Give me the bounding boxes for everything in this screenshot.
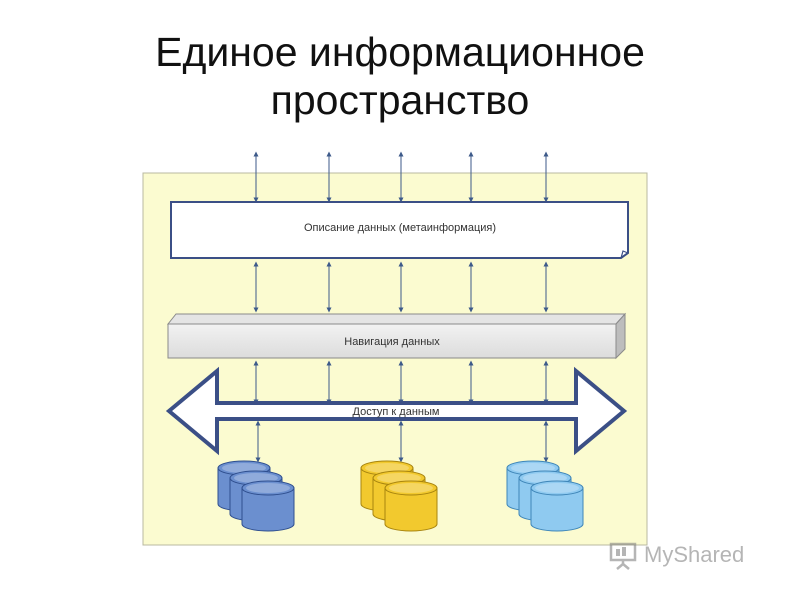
navigation-bar-front — [167, 323, 617, 359]
metadata-box-fold — [620, 250, 629, 259]
database-group-light-blue — [506, 460, 584, 532]
slide-title: Единое информационное пространство — [0, 28, 800, 124]
middle-arrows — [253, 261, 549, 313]
database-cylinder — [384, 480, 438, 532]
metadata-label: Описание данных (метаинформация) — [304, 222, 496, 234]
access-label: Доступ к данным — [353, 406, 440, 418]
navigation-bar: Навигация данных — [166, 312, 627, 360]
database-group-yellow — [360, 460, 438, 532]
database-group-blue — [217, 460, 295, 532]
access-arrow-shape — [165, 366, 628, 456]
presentation-board-icon — [609, 542, 637, 570]
navigation-bar-top — [166, 313, 627, 325]
top-arrows — [253, 151, 549, 203]
navigation-label: Навигация данных — [344, 336, 440, 348]
title-line-1: Единое информационное — [155, 29, 645, 75]
watermark: MyShared — [608, 538, 744, 572]
database-arrows — [255, 420, 549, 463]
metadata-box-shape — [170, 201, 629, 259]
database-groups — [217, 460, 584, 532]
metadata-box: Описание данных (метаинформация) — [170, 201, 629, 259]
watermark-text: MyShared — [644, 542, 745, 567]
access-arrow: Доступ к данным — [165, 366, 628, 456]
database-cylinder — [530, 480, 584, 532]
lower-arrows — [253, 360, 549, 405]
database-cylinder — [241, 480, 295, 532]
title-line-2: пространство — [270, 77, 530, 123]
